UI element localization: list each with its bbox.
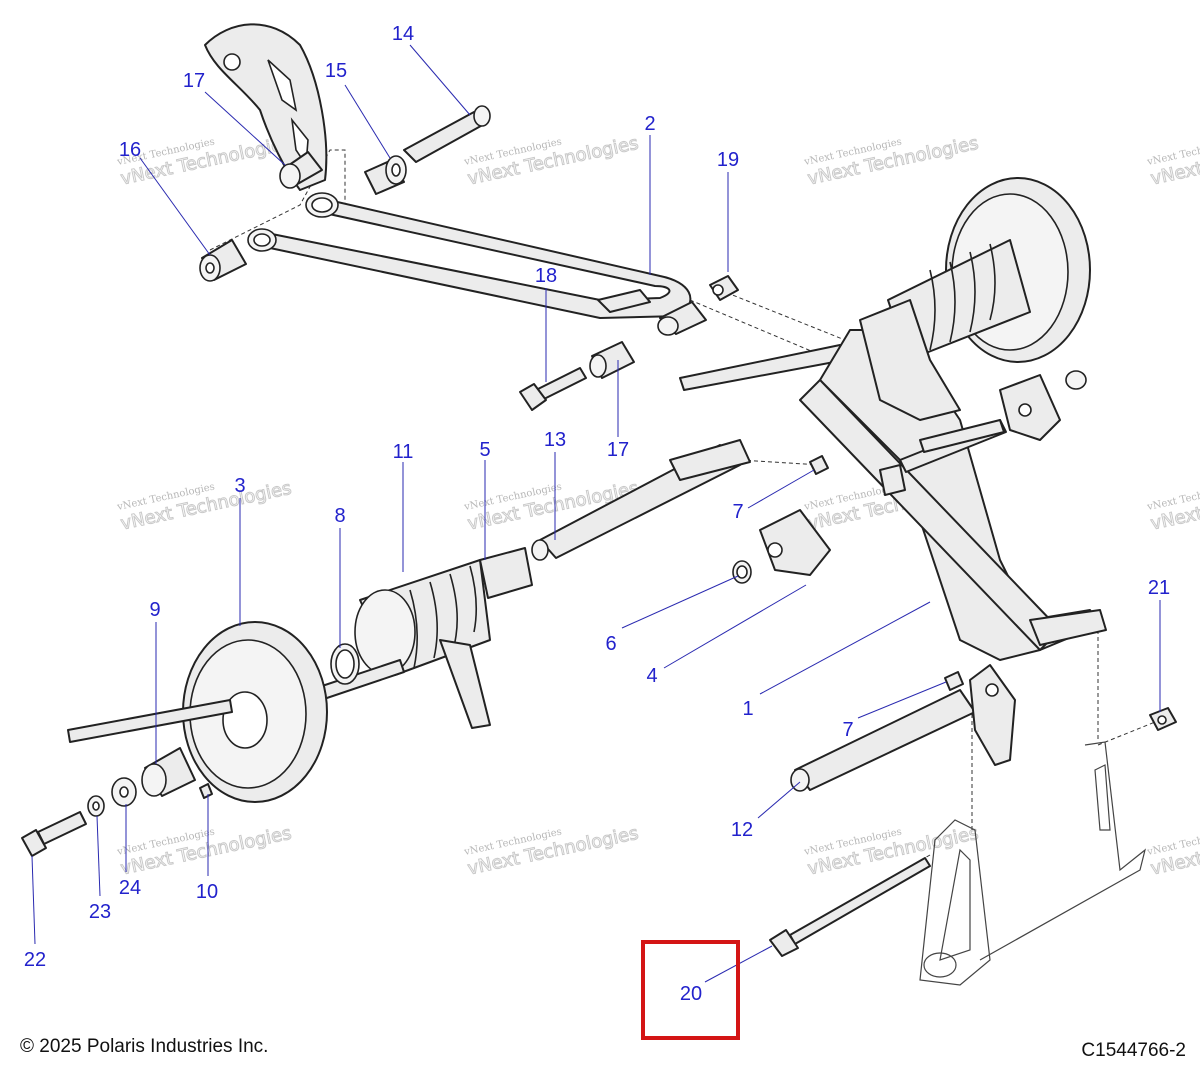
callouts: 1 2 3 4 5 6 7 7 8 9 10 11 12 13 14 15 16…: [24, 23, 1170, 1005]
drawing-number: C1544766-2: [1081, 1040, 1186, 1061]
callout-22: 22: [24, 949, 46, 971]
part-14-pin: [403, 105, 491, 163]
callout-8: 8: [334, 505, 345, 527]
callout-16: 16: [119, 139, 141, 161]
part-21-nut: [1149, 707, 1177, 731]
part-right-block: [919, 370, 1087, 453]
part-23-washer: [87, 795, 105, 817]
part-side-plate: [969, 664, 1016, 766]
callout-4: 4: [646, 665, 657, 687]
callout-17-lower: 17: [607, 439, 629, 461]
part-22-bolt: [21, 811, 87, 857]
callout-19: 19: [717, 149, 739, 171]
part-4-block: [759, 509, 831, 576]
part-2-arm: [247, 192, 707, 336]
part-24-washer: [111, 777, 137, 807]
callout-20: 20: [680, 983, 702, 1005]
callout-9: 9: [149, 599, 160, 621]
part-upper-bracket: [204, 23, 328, 191]
callout-17-upper: 17: [183, 70, 205, 92]
part-9-hub: [141, 747, 196, 797]
callout-13: 13: [544, 429, 566, 451]
part-7-fitting-lower: [944, 671, 964, 691]
callout-1: 1: [742, 698, 753, 720]
part-16-bushing: [199, 239, 247, 282]
part-6-washer: [732, 560, 752, 584]
callout-11: 11: [393, 441, 414, 463]
callout-2: 2: [644, 113, 655, 135]
part-17-bushing-lower: [589, 341, 635, 379]
part-3-wheel: [67, 621, 328, 803]
callout-3: 3: [234, 475, 245, 497]
callout-6: 6: [605, 633, 616, 655]
part-main-shaft: [531, 439, 751, 561]
leader-lines: [31, 44, 1161, 983]
part-lower-bracket: [919, 741, 1147, 986]
part-8-o-ring: [330, 643, 360, 685]
callout-7-lower: 7: [842, 719, 853, 741]
part-18-bolt: [519, 367, 587, 411]
callout-18: 18: [535, 265, 557, 287]
callout-21: 21: [1148, 577, 1170, 599]
part-15-bushing: [364, 155, 407, 195]
part-1-frame: [799, 299, 1107, 661]
callout-14: 14: [392, 23, 414, 45]
part-10-pin: [199, 783, 213, 799]
callout-7-upper: 7: [732, 501, 743, 523]
callout-12: 12: [731, 819, 753, 841]
callout-24: 24: [119, 877, 141, 899]
part-17-bushing-upper: [279, 151, 323, 189]
part-20-bolt: [769, 857, 931, 957]
part-12-tube: [790, 689, 976, 792]
callout-5: 5: [479, 439, 490, 461]
highlight-box-callout-20: [641, 940, 740, 1040]
callout-15: 15: [325, 60, 347, 82]
callout-23: 23: [89, 901, 111, 923]
part-19-nut: [709, 275, 739, 301]
callout-10: 10: [196, 881, 218, 903]
part-11-spring: [309, 547, 533, 729]
copyright-text: © 2025 Polaris Industries Inc.: [20, 1036, 269, 1057]
